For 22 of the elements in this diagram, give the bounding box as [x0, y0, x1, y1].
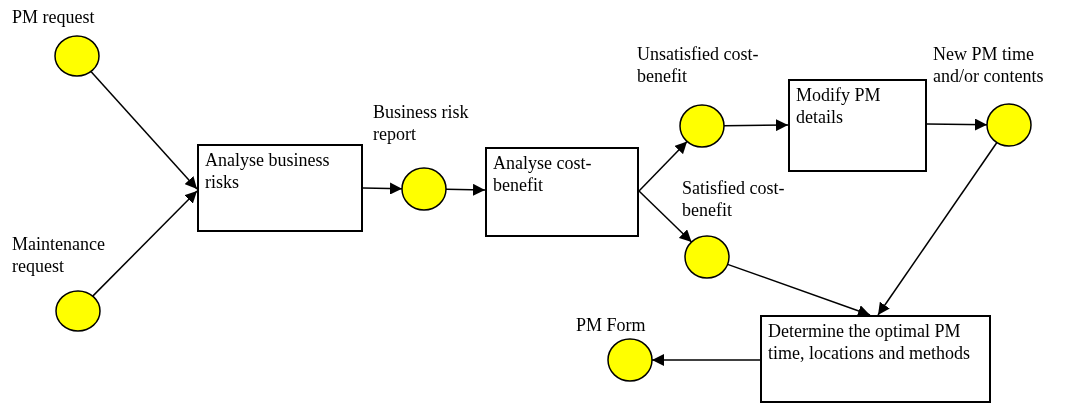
node-label: Business risk report [373, 101, 470, 145]
process-box: Analyse business risks [197, 144, 363, 232]
process-box: Analyse cost-benefit [485, 147, 639, 237]
arrow [445, 183, 486, 196]
arrow [638, 190, 693, 243]
arrow [651, 354, 761, 366]
arrow [92, 190, 198, 297]
node-label: Satisfied cost-benefit [682, 177, 786, 221]
arrow [90, 70, 198, 190]
node-label: Maintenance request [12, 233, 106, 277]
arrow [877, 141, 998, 316]
arrow [726, 263, 871, 317]
process-box: Determine the optimal PM time, locations and methods [760, 315, 991, 403]
node-label: New PM time and/or contents [933, 43, 1045, 87]
node-label: PM request [12, 6, 95, 28]
arrow [723, 119, 789, 132]
arrow [362, 182, 403, 195]
node-label: Unsatisfied cost-benefit [637, 43, 760, 87]
arrow [638, 140, 688, 192]
process-box: Modify PM details [788, 79, 927, 172]
node-label: PM Form [576, 314, 646, 336]
arrow [926, 118, 988, 131]
